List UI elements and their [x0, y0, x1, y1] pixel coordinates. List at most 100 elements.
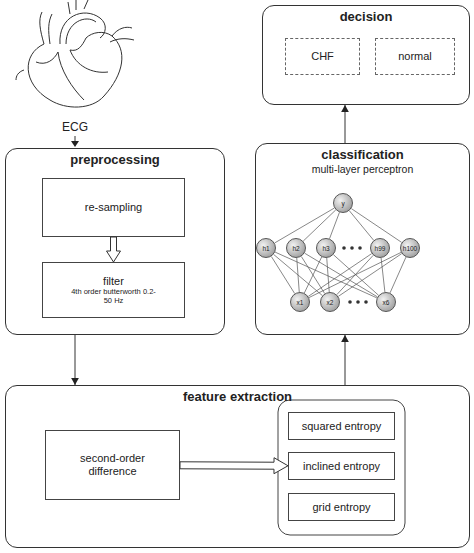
dot: [364, 300, 368, 304]
network-link: [274, 254, 323, 295]
feature-box: grid entropy: [288, 493, 395, 521]
node-text: squared entropy: [302, 420, 382, 433]
node-text: x2: [327, 299, 334, 306]
network-link: [297, 258, 300, 292]
neuron-circle: y: [333, 193, 353, 213]
network-link: [271, 256, 294, 293]
node-text: preprocessing: [70, 152, 160, 168]
node-text: h99: [375, 245, 386, 252]
connector-line: [304, 257, 321, 293]
stage-box: feature extraction second-order differenc…: [5, 385, 470, 548]
neuron-circle: h100: [400, 238, 420, 258]
dot: [350, 246, 354, 250]
connector-line: [271, 256, 294, 293]
neuron-circle: h2: [286, 238, 306, 258]
vessel: [16, 70, 24, 80]
chamber-line: [70, 50, 108, 72]
connector-line: [305, 253, 378, 297]
network-link: [333, 255, 378, 296]
network-link: [349, 211, 373, 241]
connector-line: [274, 254, 323, 295]
decision-box: decisionCHFnormal: [262, 5, 470, 105]
flow-arrow: [71, 335, 79, 385]
network-link: [390, 257, 406, 293]
connector-line: [345, 335, 346, 385]
connector-line: [275, 208, 335, 243]
process-box: filter4th order butterworth 0.2-50 Hz: [42, 262, 185, 318]
feature-box: squared entropy: [288, 412, 395, 440]
heart-outline: [28, 32, 122, 107]
chamber-line: [58, 52, 84, 100]
node-text: filter: [103, 275, 124, 288]
network-link: [337, 255, 373, 294]
connector-line: [309, 252, 401, 297]
chamber-line: [36, 52, 58, 63]
stage-box: preprocessing re-sampling filter4th order …: [5, 148, 225, 335]
neuron-circle: x6: [376, 292, 396, 312]
arrow-head: [71, 378, 79, 385]
node-text: decision: [340, 9, 393, 25]
neuron-circle: x2: [320, 292, 340, 312]
connector-line: [333, 255, 378, 296]
connector-line: [75, 335, 76, 385]
feature-group-box: [278, 400, 405, 535]
network-link: [309, 252, 401, 297]
dot: [348, 300, 352, 304]
neuron-circle: x1: [290, 292, 310, 312]
vessel: [40, 12, 52, 44]
node-text: h2: [292, 245, 299, 252]
connector-line: [303, 210, 336, 241]
chamber-line: [70, 38, 86, 50]
network-link: [330, 212, 340, 238]
node-text: feature extraction: [183, 389, 292, 405]
arrow-head: [341, 335, 349, 342]
connector-line: [390, 257, 406, 293]
node-text: grid entropy: [312, 501, 370, 514]
node-text: h1: [262, 245, 269, 252]
connector-line: [345, 105, 346, 143]
network-link: [275, 208, 335, 243]
hollow-arrow: [180, 458, 288, 474]
connector-line: [327, 258, 330, 292]
connector-line: [308, 254, 371, 297]
signal-label: ECG: [60, 120, 90, 134]
node-text: re-sampling: [85, 201, 142, 214]
network-link: [275, 252, 377, 298]
neuron-circle: h99: [370, 238, 390, 258]
vessel: [68, 0, 88, 14]
heart-illustration: [16, 0, 134, 107]
stage-box: classificationmulti-layer perceptronyh1h…: [255, 143, 470, 335]
dot: [358, 246, 362, 250]
network-link: [381, 258, 385, 292]
connector-line: [337, 255, 373, 294]
class-box: CHF: [285, 38, 360, 75]
connector-line: [351, 209, 401, 243]
network-link: [351, 209, 401, 243]
flow-arrow: [341, 105, 349, 143]
connector-line: [381, 258, 385, 292]
arrow-head: [341, 105, 349, 112]
aorta-arch: [60, 13, 105, 44]
ecg-arrow: [71, 136, 79, 147]
network-link: [305, 253, 378, 297]
node-subtext: multi-layer perceptron: [312, 163, 414, 176]
network-link: [338, 254, 401, 297]
process-box: second-order difference: [45, 430, 180, 500]
node-text: y: [341, 200, 344, 207]
arrow-head: [71, 141, 79, 147]
ellipsis-dots: [342, 246, 368, 304]
aorta-inner: [66, 19, 96, 44]
connector-line: [338, 254, 401, 297]
vessel: [110, 27, 134, 42]
connector-line: [330, 212, 340, 238]
network-link: [301, 256, 324, 293]
neuron-circle: h3: [316, 238, 336, 258]
connector-line: [301, 256, 324, 293]
node-text: second-order difference: [67, 452, 159, 478]
node-text: x1: [297, 299, 304, 306]
network-link: [304, 257, 321, 293]
node-text: h3: [322, 245, 329, 252]
network-link: [327, 258, 330, 292]
